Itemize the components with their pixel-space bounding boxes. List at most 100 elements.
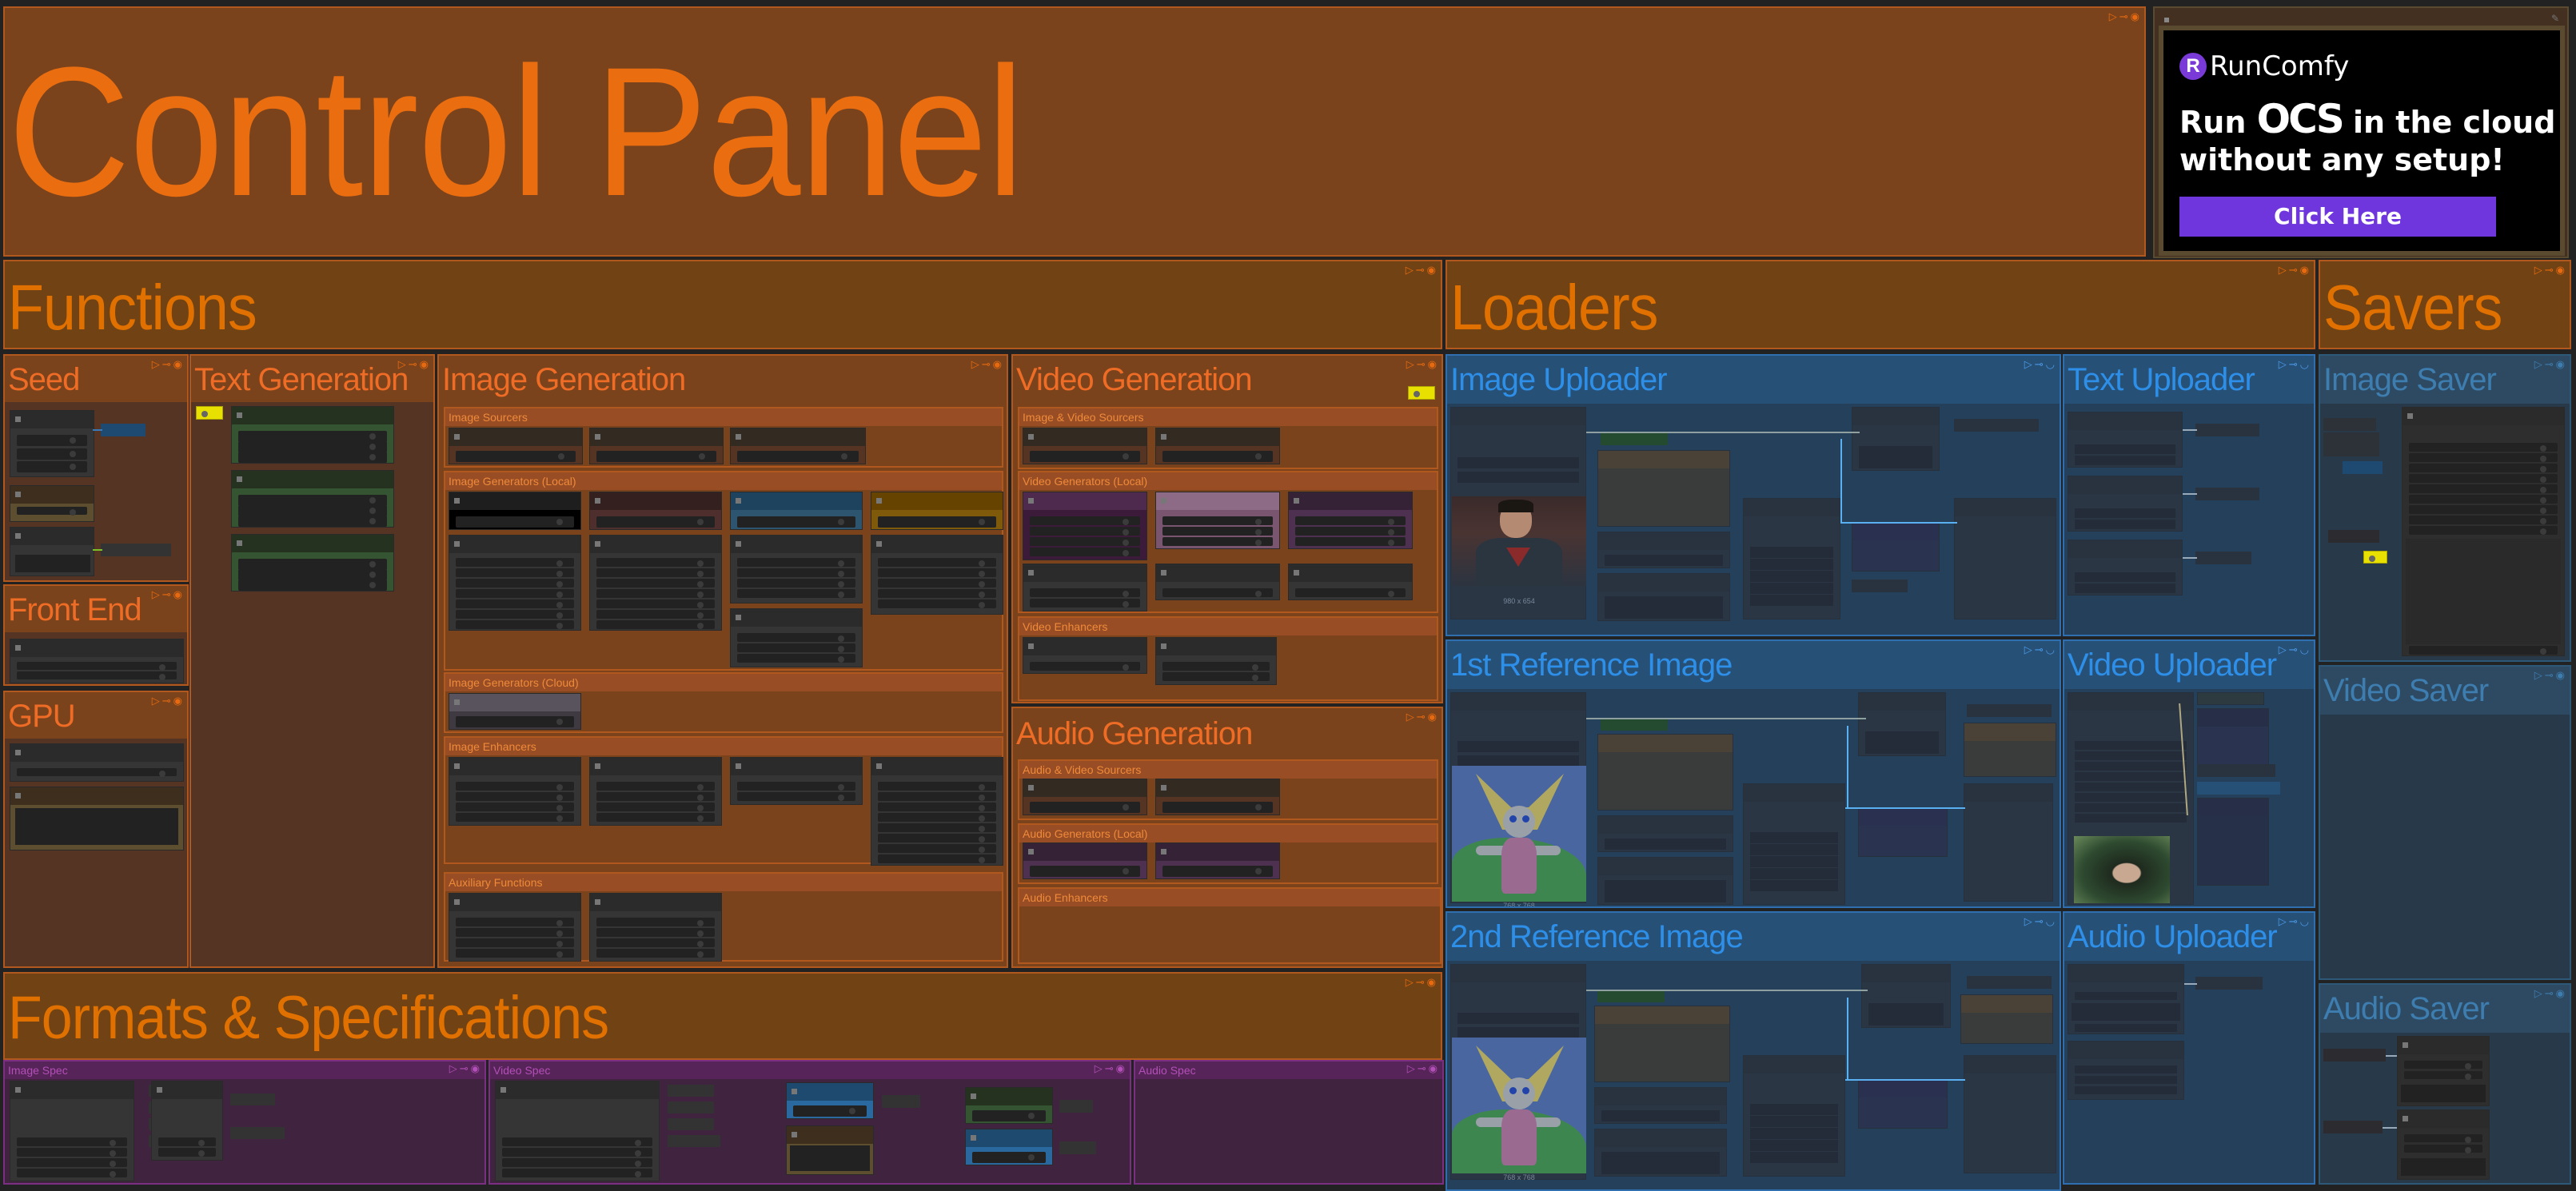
preview-node[interactable] (1597, 734, 1733, 811)
reference-drawing-image[interactable] (1452, 1038, 1586, 1173)
image-generators-local-subgroup[interactable]: Image Generators (Local) (444, 471, 1003, 671)
first-reference-image-group[interactable]: 1st Reference Image ▷⊸◡ 768 x 768 (1446, 639, 2061, 908)
purple-node[interactable] (2197, 708, 2269, 772)
image-spec-node[interactable] (10, 1081, 134, 1181)
eye-closed-icon[interactable]: ◡ (2299, 358, 2309, 370)
video-gen-node[interactable] (1023, 492, 1147, 560)
purple-node[interactable] (1858, 1079, 1948, 1129)
image-gen-node[interactable] (730, 492, 863, 530)
image-uploader-group[interactable]: Image Uploader ▷⊸◡ 980 x 654 (1446, 354, 2061, 636)
play-icon[interactable]: ▷ (2278, 643, 2287, 655)
group-controls[interactable]: ▷⊸◡ (2279, 359, 2309, 369)
save-audio-node[interactable] (2397, 1036, 2490, 1106)
preview-node[interactable] (1964, 723, 2056, 777)
video-spec-node[interactable] (495, 1081, 660, 1181)
play-icon[interactable]: ▷ (151, 588, 160, 600)
play-icon[interactable]: ▷ (2534, 264, 2542, 276)
edit-icon[interactable]: ✎ (2550, 13, 2559, 24)
group-controls[interactable]: ▷⊸◡ (2279, 644, 2309, 655)
play-icon[interactable]: ▷ (2534, 987, 2542, 999)
audio-uploader-group[interactable]: Audio Uploader ▷⊸◡ (2063, 911, 2315, 1185)
input-node[interactable] (2323, 418, 2376, 431)
image-spec-group[interactable]: Image Spec ▷⊸◉ (3, 1060, 486, 1185)
group-controls[interactable]: ▷⊸◡ (2024, 359, 2055, 369)
group-controls[interactable]: ▷⊸◉ (449, 1063, 480, 1073)
eye-closed-icon[interactable]: ◡ (2299, 643, 2309, 655)
image-enhancer-node[interactable] (871, 757, 1003, 866)
text-output-node[interactable] (2195, 488, 2259, 500)
eye-icon[interactable]: ◉ (173, 588, 182, 600)
group-controls[interactable]: ▷⊸◉ (2534, 359, 2565, 369)
play-icon[interactable]: ▷ (971, 358, 979, 370)
audio-gen-node[interactable] (1155, 842, 1280, 879)
group-controls[interactable]: ▷⊸◉ (1406, 265, 1436, 275)
video-gen-node[interactable] (1288, 492, 1413, 549)
image-enhancer-node[interactable] (589, 757, 722, 826)
eye-icon[interactable]: ◉ (1428, 1062, 1438, 1074)
click-here-button[interactable]: Click Here (2179, 197, 2496, 237)
medusa-video-thumbnail[interactable] (2074, 836, 2170, 903)
eye-closed-icon[interactable]: ◡ (2045, 915, 2055, 927)
audio-spec-group[interactable]: Audio Spec ▷⊸◉ (1134, 1060, 1444, 1185)
image-sourcers-subgroup[interactable]: Image Sourcers (444, 407, 1003, 468)
group-controls[interactable]: ▷⊸◡ (2024, 644, 2055, 655)
auxiliary-node[interactable] (449, 893, 581, 962)
gpu-group[interactable]: GPU ▷⊸◉ (3, 691, 189, 968)
video-gen-settings-node[interactable] (1155, 564, 1280, 600)
gpu-node[interactable] (10, 743, 184, 782)
node[interactable] (1861, 964, 1951, 1028)
input-node[interactable] (2323, 432, 2379, 456)
eye-icon[interactable]: ◉ (1115, 1062, 1125, 1074)
formats-section[interactable]: Formats & Specifications ▷⊸◉ (3, 972, 1442, 1060)
process-node[interactable] (1743, 1055, 1845, 1177)
eye-icon[interactable]: ◉ (2555, 358, 2565, 370)
audio-input-node[interactable] (2323, 1049, 2386, 1062)
eye-icon[interactable]: ◉ (419, 358, 429, 370)
front-end-group[interactable]: Front End ▷⊸◉ (3, 584, 189, 686)
pin-icon[interactable]: ⊸ (161, 695, 171, 707)
eye-closed-icon[interactable]: ◡ (2045, 643, 2055, 655)
video-gen-node[interactable] (1155, 492, 1280, 549)
pin-icon[interactable]: ⊸ (2034, 358, 2044, 370)
pin-icon[interactable]: ⊸ (408, 358, 417, 370)
pin-icon[interactable]: ⊸ (1104, 1062, 1114, 1074)
pin-icon[interactable]: ⊸ (1416, 711, 1426, 723)
group-controls[interactable]: ▷⊸◉ (2534, 265, 2565, 275)
text-load-node[interactable] (2068, 412, 2183, 468)
seed-group[interactable]: Seed ▷⊸◉ (3, 354, 189, 582)
output-node[interactable] (1967, 976, 2052, 989)
superhero-image[interactable] (1452, 496, 1586, 586)
eye-icon[interactable]: ◉ (173, 358, 182, 370)
play-icon[interactable]: ▷ (2024, 643, 2032, 655)
image-enhancer-node[interactable] (730, 757, 863, 805)
play-icon[interactable]: ▷ (1406, 358, 1414, 370)
play-icon[interactable]: ▷ (1406, 711, 1414, 723)
video-sourcer-node[interactable] (1155, 428, 1280, 464)
seed-output-node[interactable] (101, 424, 146, 436)
video-enhancer-node[interactable] (1155, 637, 1277, 685)
preview-node[interactable] (1960, 994, 2053, 1044)
spec-output-node[interactable] (668, 1085, 714, 1097)
image-gen-settings-node[interactable] (449, 535, 581, 631)
image-gen-settings-node[interactable] (589, 535, 722, 631)
video-spec-green-node[interactable] (965, 1087, 1053, 1124)
group-controls[interactable]: ▷⊸◉ (2279, 265, 2309, 275)
play-icon[interactable]: ▷ (2534, 358, 2542, 370)
note-node[interactable] (1408, 386, 1435, 400)
node[interactable] (1597, 532, 1730, 568)
play-icon[interactable]: ▷ (2278, 264, 2287, 276)
text-uploader-group[interactable]: Text Uploader ▷⊸◡ (2063, 354, 2315, 636)
text-gen-node-2[interactable] (231, 470, 394, 528)
pin-icon[interactable]: ⊸ (1417, 1062, 1426, 1074)
pin-icon[interactable]: ⊸ (981, 358, 991, 370)
auxiliary-functions-subgroup[interactable]: Auxiliary Functions (444, 872, 1003, 962)
seed-value-node[interactable] (10, 485, 94, 522)
eye-icon[interactable]: ◉ (1426, 976, 1436, 988)
image-gen-settings-node[interactable] (730, 608, 863, 667)
group-controls[interactable]: ▷⊸◉ (152, 359, 182, 369)
display-node[interactable] (2197, 798, 2269, 886)
functions-section[interactable]: Functions ▷⊸◉ (3, 260, 1442, 349)
image-sourcer-node[interactable] (730, 428, 866, 464)
note-node[interactable] (2363, 551, 2387, 564)
play-icon[interactable]: ▷ (449, 1062, 457, 1074)
